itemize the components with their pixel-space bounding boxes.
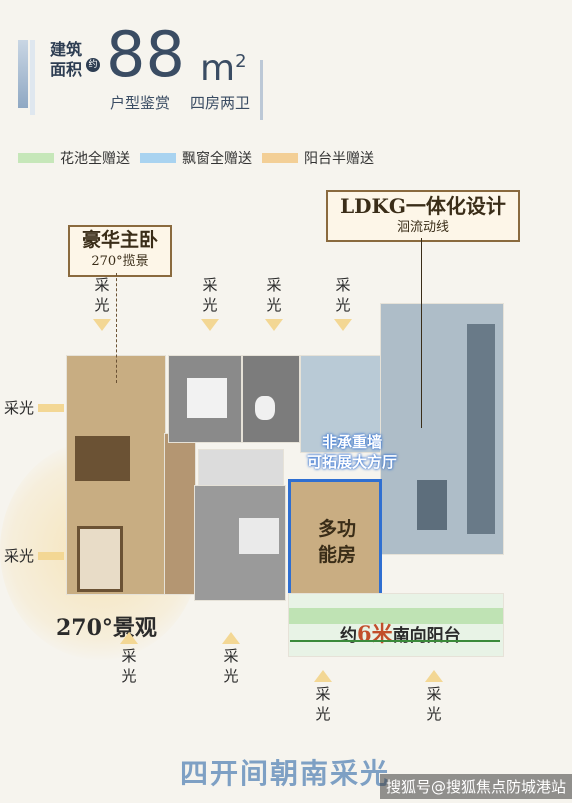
legend-label: 飘窗全赠送	[182, 151, 252, 167]
master-callout-title: 豪华主卧	[81, 229, 158, 251]
living-room	[380, 303, 504, 555]
arrow-up-icon	[120, 632, 138, 644]
corridor	[198, 449, 284, 487]
badge-line1: 建筑	[50, 40, 83, 59]
multi-room-line2: 能房	[317, 544, 356, 566]
window	[77, 526, 123, 592]
master-callout-sub: 270°揽景	[91, 254, 149, 269]
light-bottom-3: 采光	[314, 670, 332, 724]
light-top-1: 采光	[93, 275, 111, 331]
watermark: 搜狐号@搜狐焦点防城港站	[380, 774, 572, 799]
balcony-dimension-line	[290, 640, 500, 642]
arrow-up-icon	[425, 670, 443, 682]
legend-label: 花池全赠送	[60, 151, 130, 167]
ldkg-callout-title: LDKG一体化设计	[340, 194, 506, 218]
ldkg-callout-line	[421, 238, 423, 428]
arrow-up-icon	[222, 632, 240, 644]
area-badge: 建筑 面积	[50, 40, 100, 82]
area-unit: m2	[200, 48, 247, 89]
bedroom-2	[168, 355, 242, 443]
legend-item-baywindow: 飘窗全赠送	[140, 148, 252, 168]
master-callout-line	[116, 273, 118, 383]
legend-swatch	[262, 153, 298, 163]
arrow-right-icon	[38, 404, 65, 412]
header-deco-bar	[18, 40, 28, 108]
ldkg-callout-sub: 洄流动线	[396, 220, 449, 235]
south-balcony	[288, 593, 504, 657]
balcony-prefix: 约	[340, 626, 357, 646]
light-label: 采光	[94, 276, 110, 314]
arrow-up-icon	[314, 670, 332, 682]
arrow-down-icon	[265, 319, 283, 331]
master-callout: 豪华主卧 270°揽景	[68, 225, 172, 277]
legend-swatch	[18, 153, 54, 163]
light-left-1: 采光	[4, 398, 65, 418]
sofa	[417, 480, 447, 530]
multi-room-label: 多功 能房	[312, 516, 362, 568]
legend-swatch	[140, 153, 176, 163]
legend-item-balcony: 阳台半赠送	[262, 148, 374, 168]
light-top-4: 采光	[334, 275, 352, 331]
header-deco-line	[260, 60, 263, 120]
multi-room-line1: 多功	[317, 518, 356, 540]
balcony-label: 约6米南向阳台	[340, 618, 461, 648]
light-label: 采光	[4, 399, 35, 417]
light-bottom-1: 采光	[120, 632, 138, 686]
wall-cabinet	[467, 324, 495, 534]
wall-note: 非承重墙 可拓展大方厅	[292, 432, 412, 472]
floor-plan	[66, 283, 504, 659]
light-label: 采光	[266, 276, 282, 314]
bathroom	[242, 355, 300, 443]
bed	[187, 378, 227, 418]
planter	[289, 608, 503, 624]
subtitle-layout: 四房两卫	[190, 94, 251, 112]
arrow-right-icon	[38, 552, 65, 560]
area-value: 88	[106, 18, 185, 91]
arrow-down-icon	[93, 319, 111, 331]
arrow-down-icon	[201, 319, 219, 331]
legend-item-planter: 花池全赠送	[18, 148, 130, 168]
area-unit-sup: 2	[235, 51, 247, 72]
light-label: 采光	[4, 547, 35, 565]
legend-label: 阳台半赠送	[304, 151, 374, 167]
bed	[239, 518, 279, 554]
light-label: 采光	[315, 685, 331, 723]
light-label: 采光	[426, 685, 442, 723]
light-bottom-4: 采光	[425, 670, 443, 724]
subtitle-appreciation: 户型鉴赏	[110, 94, 171, 112]
master-closet	[164, 433, 196, 595]
light-label: 采光	[121, 647, 137, 685]
wall-note-line2: 可拓展大方厅	[306, 453, 397, 471]
kitchen	[300, 355, 382, 453]
bottom-title: 四开间朝南采光	[180, 757, 391, 790]
light-label: 采光	[223, 647, 239, 685]
ldkg-callout: LDKG一体化设计 洄流动线	[326, 190, 520, 242]
bed	[75, 436, 130, 481]
wall-note-line1: 非承重墙	[321, 433, 382, 451]
balcony-suffix: 南向阳台	[392, 626, 461, 646]
header-deco-bar-light	[30, 40, 35, 115]
light-bottom-2: 采光	[222, 632, 240, 686]
light-left-2: 采光	[4, 546, 65, 566]
master-bedroom	[66, 355, 166, 595]
arrow-down-icon	[334, 319, 352, 331]
light-top-2: 采光	[201, 275, 219, 331]
light-label: 采光	[202, 276, 218, 314]
area-unit-base: m	[200, 48, 236, 89]
light-label: 采光	[335, 276, 351, 314]
bedroom-3	[194, 485, 286, 601]
badge-line2: 面积	[50, 60, 83, 79]
toilet	[255, 396, 275, 420]
balcony-number: 6米	[357, 621, 393, 646]
approx-mark: 约	[86, 58, 100, 72]
light-top-3: 采光	[265, 275, 283, 331]
view-label: 270°景观	[56, 615, 157, 641]
multipurpose-room	[288, 479, 382, 597]
